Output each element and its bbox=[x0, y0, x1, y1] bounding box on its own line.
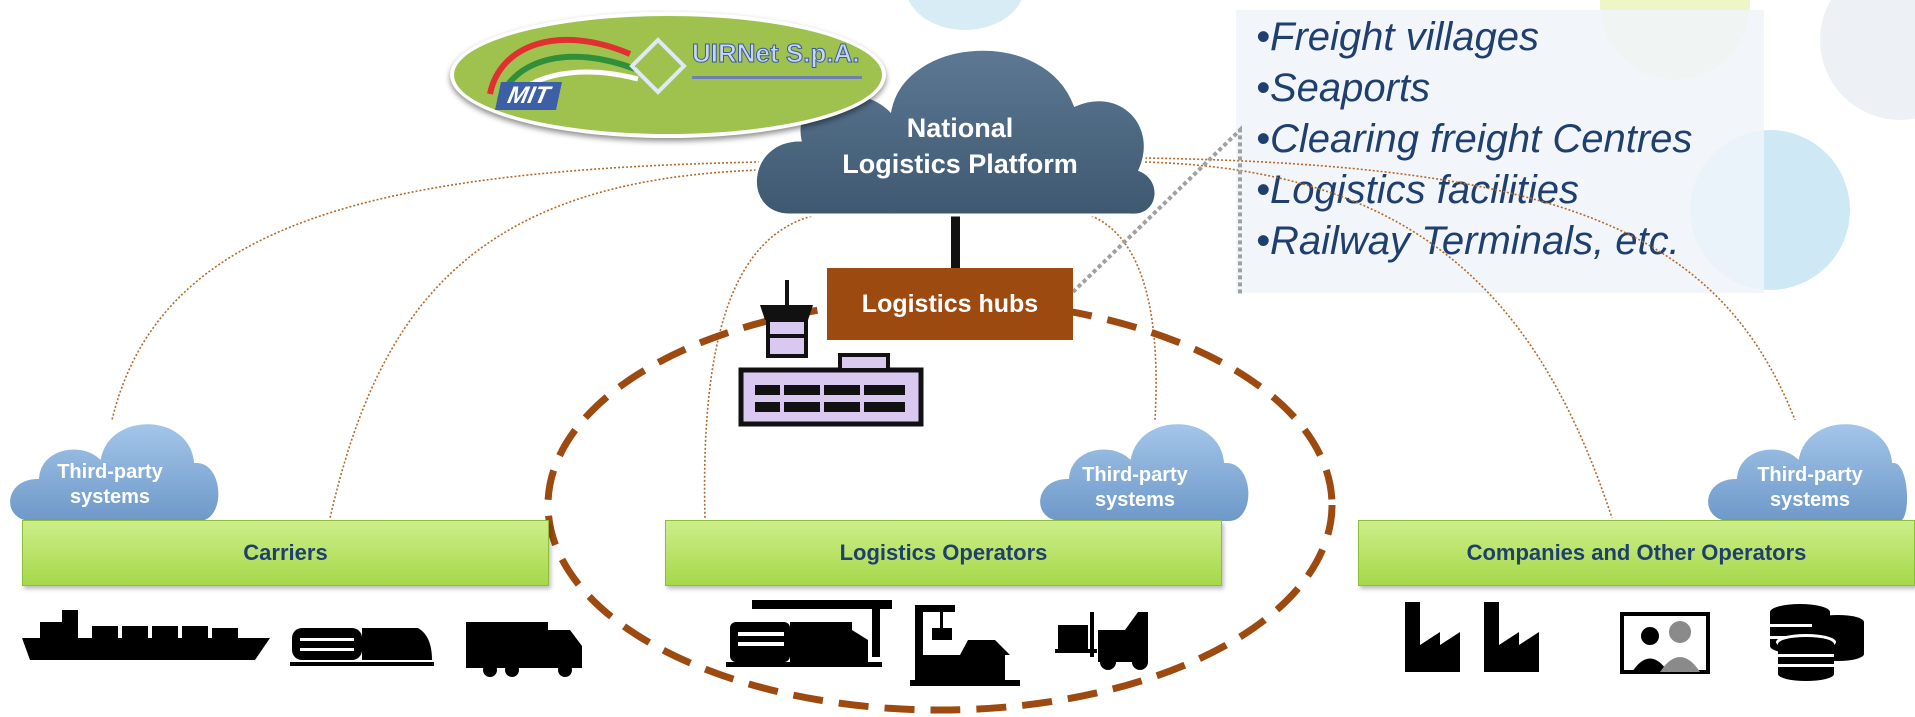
platform-label: National Logistics Platform bbox=[790, 110, 1130, 182]
loading-dock-icon bbox=[726, 600, 892, 667]
uirnet-diamond-icon bbox=[629, 37, 687, 95]
connector-line bbox=[703, 211, 836, 519]
third-party-line1: Third-party bbox=[57, 461, 163, 483]
platform-cloud bbox=[754, 47, 1158, 217]
facility-panel bbox=[1236, 10, 1764, 293]
carriers-bar: Carriers bbox=[22, 520, 549, 586]
logistics-hubs-box: Logistics hubs bbox=[827, 268, 1073, 340]
third-party-line2: systems bbox=[1769, 489, 1851, 511]
third-party-label-operators: Third-party systems bbox=[1045, 463, 1225, 513]
third-party-cloud-companies bbox=[1706, 422, 1910, 523]
third-party-line1: Third-party bbox=[1082, 464, 1188, 486]
third-party-line1: Third-party bbox=[1757, 464, 1863, 486]
connector-line bbox=[1144, 157, 1796, 421]
connector-line bbox=[329, 169, 761, 519]
companies-bar: Companies and Other Operators bbox=[1358, 520, 1915, 586]
logistics-operators-bar: Logistics Operators bbox=[665, 520, 1222, 586]
platform-label-line1: National bbox=[906, 113, 1014, 143]
facility-list: •Freight villages •Seaports •Clearing fr… bbox=[1256, 12, 1692, 267]
forklift-icon bbox=[1055, 612, 1148, 670]
platform-hub-connector bbox=[951, 212, 960, 270]
uirnet-logo-text: UIRNet S.p.A. bbox=[692, 38, 861, 69]
facility-item: •Railway Terminals, etc. bbox=[1256, 219, 1680, 263]
facility-item: •Seaports bbox=[1256, 66, 1431, 110]
facility-item: •Freight villages bbox=[1256, 15, 1540, 59]
logo-subtitle-line bbox=[692, 76, 862, 79]
third-party-cloud-operators bbox=[1038, 422, 1251, 523]
third-party-line2: systems bbox=[69, 486, 151, 508]
video-conference-icon bbox=[1620, 612, 1710, 674]
database-icon bbox=[1770, 604, 1864, 681]
uirnet-logo bbox=[450, 12, 886, 138]
hub-to-list-connector bbox=[1071, 125, 1242, 295]
factory-icon bbox=[1405, 602, 1539, 672]
truck-icon bbox=[466, 622, 582, 677]
platform-label-line2: Logistics Platform bbox=[842, 149, 1078, 179]
third-party-label-companies: Third-party systems bbox=[1720, 463, 1900, 513]
control-tower-icon bbox=[738, 280, 924, 427]
third-party-label-carriers: Third-party systems bbox=[20, 460, 200, 510]
cargo-ship-icon bbox=[22, 610, 270, 660]
train-icon bbox=[290, 628, 434, 666]
facility-item: •Clearing freight Centres bbox=[1256, 117, 1693, 161]
mit-logo-text: MIT bbox=[495, 82, 563, 110]
crane-icon bbox=[910, 605, 1020, 686]
connector-line bbox=[111, 161, 761, 421]
connector-lines bbox=[111, 157, 1796, 519]
connector-line bbox=[1144, 161, 1613, 519]
third-party-line2: systems bbox=[1094, 489, 1176, 511]
third-party-cloud-carriers bbox=[8, 422, 221, 523]
